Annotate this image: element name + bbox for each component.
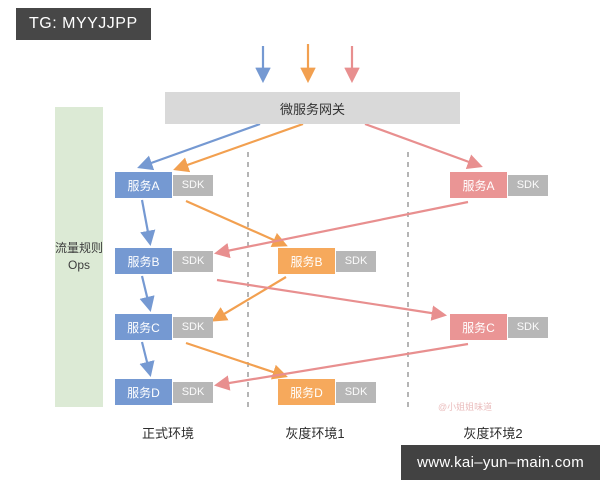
sdk-box: SDK (173, 381, 213, 403)
traffic-rules-label: 流量规则 (55, 240, 104, 255)
arrow-servicea-to-serviceb-prod (140, 199, 156, 247)
column-label-canary2: 灰度环境2 (463, 426, 523, 441)
service-b-canary1: 服务B SDK (278, 248, 376, 274)
tg-watermark-badge: TG: MYYJJPP (16, 8, 151, 40)
author-watermark: @小姐姐味道 (438, 402, 493, 412)
sdk-box: SDK (336, 250, 376, 272)
service-a-prod: 服务A SDK (115, 172, 213, 198)
column-label-canary1: 灰度环境1 (285, 426, 345, 441)
site-watermark-badge: www.kai–yun–main.com (401, 445, 600, 480)
sdk-box: SDK (173, 316, 213, 338)
service-c-prod: 服务C SDK (115, 314, 213, 340)
service-d-prod: 服务D SDK (115, 379, 213, 405)
gateway-box: 微服务网关 (165, 92, 460, 124)
column-label-production: 正式环境 (141, 426, 194, 441)
service-c-canary2: 服务C SDK (450, 314, 548, 340)
service-c-prod-label: 服务C (115, 314, 172, 340)
ops-label: Ops (67, 258, 90, 272)
arrow-servicea-to-serviceb-canary1 (185, 199, 288, 248)
traffic-rules-panel: 流量规则 Ops (55, 107, 103, 407)
sdk-box: SDK (336, 381, 376, 403)
arrow-gateway-to-servicea-canary2 (364, 122, 483, 170)
service-a-canary2: 服务A SDK (450, 172, 548, 198)
arrow-servicec-to-serviced-prod (139, 341, 155, 377)
arrow-servicea-canary2-to-serviceb (213, 200, 469, 259)
arrow-serviceb-to-servicec-canary2 (216, 278, 448, 321)
arrow-gateway-to-servicea-prod (137, 122, 261, 171)
service-a-canary2-label: 服务A (450, 172, 507, 198)
service-d-canary1-label: 服务D (278, 379, 335, 405)
service-a-prod-label: 服务A (115, 172, 172, 198)
arrow-serviceb-canary1-to-servicec (211, 276, 287, 322)
sdk-box: SDK (173, 174, 213, 196)
arrow-gateway-to-servicea-orange (173, 122, 304, 173)
sdk-box: SDK (173, 250, 213, 272)
service-d-canary1: 服务D SDK (278, 379, 376, 405)
gateway-label: 微服务网关 (279, 101, 345, 117)
sdk-box: SDK (508, 316, 548, 338)
service-c-canary2-label: 服务C (450, 314, 507, 340)
service-b-prod-label: 服务B (115, 248, 172, 274)
sdk-box: SDK (508, 174, 548, 196)
arrow-serviceb-to-servicec-prod (139, 275, 155, 312)
arrow-servicec-to-serviced-canary1 (185, 341, 288, 380)
service-d-prod-label: 服务D (115, 379, 172, 405)
service-b-canary1-label: 服务B (278, 248, 335, 274)
service-b-prod: 服务B SDK (115, 248, 213, 274)
environment-separator-lines (247, 152, 409, 408)
